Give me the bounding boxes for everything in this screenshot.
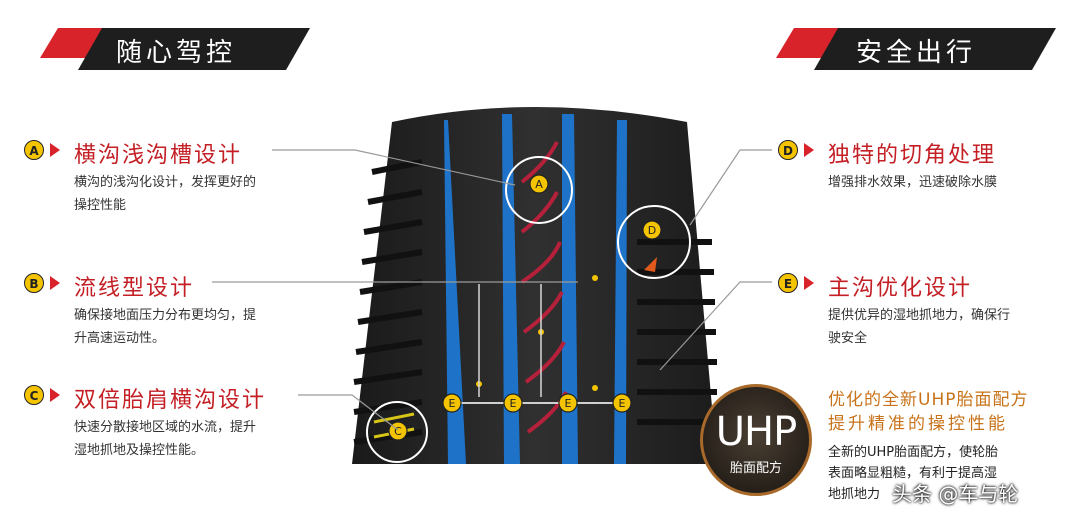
feature-d-desc: 增强排水效果，迅速破除水膜 — [828, 171, 997, 194]
feature-e-arrow-icon — [804, 276, 814, 290]
feature-b-desc-line2: 升高速运动性。 — [74, 331, 166, 346]
feature-d-title: 独特的切角处理 — [828, 143, 997, 168]
feature-e-desc-line1: 提供优异的湿地抓地力，确保行 — [828, 308, 1011, 323]
svg-text:E: E — [619, 397, 626, 410]
feature-c-desc: 快速分散接地区域的水流，提升 湿地抓地及操控性能。 — [74, 416, 256, 462]
svg-text:E: E — [510, 397, 517, 410]
feature-b-title: 流线型设计 — [74, 276, 195, 301]
feature-d-arrow-icon — [804, 143, 814, 157]
uhp-title: 优化的全新UHP胎面配方 提升精准的操控性能 — [828, 388, 1028, 436]
uhp-title-line1: 优化的全新UHP胎面配方 — [828, 390, 1029, 410]
feature-e-desc-line2: 驶安全 — [828, 331, 868, 346]
banner-left-shape — [40, 28, 310, 70]
tire-illustration: A D C E E E E — [352, 107, 717, 464]
feature-d-marker: D — [778, 140, 798, 160]
feature-c-arrow-icon — [50, 388, 60, 402]
tire-leaders — [478, 284, 542, 397]
feature-b: B 流线型设计 确保接地面压力分布更均匀，提 升高速运动性。 — [24, 270, 314, 350]
feature-b-marker: B — [24, 273, 44, 293]
feature-a: A 横沟浅沟槽设计 横沟的浅沟化设计，发挥更好的 操控性能 — [24, 137, 314, 217]
tire-marker-e2: E — [503, 393, 523, 413]
svg-text:E: E — [449, 397, 456, 410]
feature-e: E 主沟优化设计 提供优异的湿地抓地力，确保行 驶安全 — [778, 270, 1074, 350]
banner-left-text: 随心驾控 — [116, 38, 237, 68]
svg-text:A: A — [535, 178, 543, 191]
svg-text:E: E — [565, 397, 572, 410]
tire-marker-d: D — [642, 220, 662, 240]
feature-c-marker: C — [24, 385, 44, 405]
tire-marker-c: C — [388, 421, 408, 441]
d-orange-notch — [644, 257, 657, 272]
banner-right: 安全出行 — [776, 28, 1056, 70]
feature-a-title: 横沟浅沟槽设计 — [74, 143, 243, 168]
callout-circle-a — [505, 156, 573, 224]
banner-right-text: 安全出行 — [856, 38, 977, 68]
feature-a-desc: 横沟的浅沟化设计，发挥更好的 操控性能 — [74, 171, 256, 217]
feature-c: C 双倍胎肩横沟设计 快速分散接地区域的水流，提升 湿地抓地及操控性能。 — [24, 382, 324, 462]
feature-a-arrow-icon — [50, 143, 60, 157]
svg-text:D: D — [648, 224, 656, 237]
feature-a-desc-line1: 横沟的浅沟化设计，发挥更好的 — [74, 175, 257, 190]
feature-a-desc-line2: 操控性能 — [74, 198, 127, 213]
uhp-desc: 全新的UHP胎面配方，使轮胎 表面略显粗糙，有利于提高湿 地抓地力 — [828, 442, 998, 505]
feature-c-desc-line1: 快速分散接地区域的水流，提升 — [74, 420, 257, 435]
feature-b-desc: 确保接地面压力分布更均匀，提 升高速运动性。 — [74, 304, 256, 350]
uhp-title-line2: 提升精准的操控性能 — [828, 414, 1008, 434]
feature-e-marker: E — [778, 273, 798, 293]
feature-b-arrow-icon — [50, 276, 60, 290]
svg-text:C: C — [394, 425, 402, 438]
tire-marker-a: A — [529, 174, 549, 194]
uhp-badge: UHP 胎面配方 — [700, 384, 812, 496]
feature-d-desc-line1: 增强排水效果，迅速破除水膜 — [828, 175, 998, 190]
feature-c-desc-line2: 湿地抓地及操控性能。 — [74, 443, 205, 458]
tire-marker-e3: E — [558, 393, 578, 413]
uhp-desc-line1: 全新的UHP胎面配方，使轮胎 — [828, 445, 999, 460]
banner-left: 随心驾控 — [40, 28, 310, 70]
feature-e-title: 主沟优化设计 — [828, 276, 973, 301]
uhp-desc-line3: 地抓地力 — [828, 487, 881, 502]
feature-e-desc: 提供优异的湿地抓地力，确保行 驶安全 — [828, 304, 1010, 350]
watermark: 头条 @车与轮 — [892, 482, 1019, 506]
feature-c-title: 双倍胎肩横沟设计 — [74, 388, 267, 413]
uhp-desc-line2: 表面略显粗糙，有利于提高湿 — [828, 466, 998, 481]
uhp-badge-small: 胎面配方 — [729, 461, 782, 476]
feature-a-marker: A — [24, 140, 44, 160]
tire-marker-e1: E — [442, 393, 462, 413]
main-groove-2 — [502, 114, 520, 464]
callout-circle-d — [617, 205, 691, 279]
main-groove-3 — [562, 114, 578, 464]
banner-right-shape — [776, 28, 1056, 70]
tire-marker-e4: E — [612, 393, 632, 413]
uhp-badge-big: UHP — [715, 409, 797, 455]
main-groove-1 — [444, 120, 466, 464]
main-groove-4 — [614, 120, 627, 464]
feature-d: D 独特的切角处理 增强排水效果，迅速破除水膜 — [778, 137, 1068, 197]
feature-b-desc-line1: 确保接地面压力分布更均匀，提 — [74, 308, 257, 323]
